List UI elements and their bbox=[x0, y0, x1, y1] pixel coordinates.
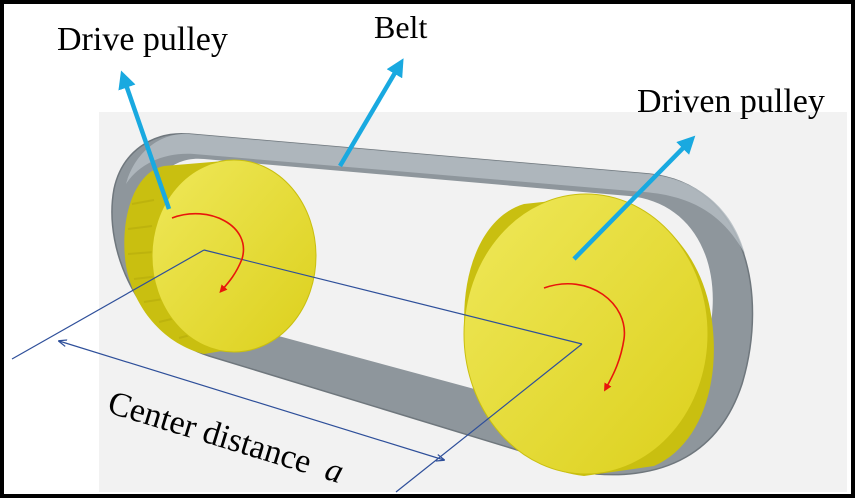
drive-rotation-arrow bbox=[171, 213, 245, 294]
center-line-construction bbox=[11, 249, 583, 493]
driven-rotation-arrow bbox=[543, 282, 626, 392]
driven-pulley bbox=[463, 193, 714, 476]
center-distance-dimension-line bbox=[59, 341, 444, 460]
belt-label: Belt bbox=[374, 9, 427, 45]
drive-pulley bbox=[124, 159, 317, 354]
drive-pulley-label: Drive pulley bbox=[57, 21, 228, 58]
belt-pointer-arrow bbox=[338, 58, 404, 168]
driven-pulley-pointer-arrow bbox=[572, 135, 696, 261]
drive-pulley-pointer-arrow bbox=[118, 70, 172, 210]
belt-drive-diagram: Drive pulley Belt Driven pulley Center d… bbox=[11, 9, 847, 493]
driven-pulley-label: Driven pulley bbox=[637, 83, 825, 120]
